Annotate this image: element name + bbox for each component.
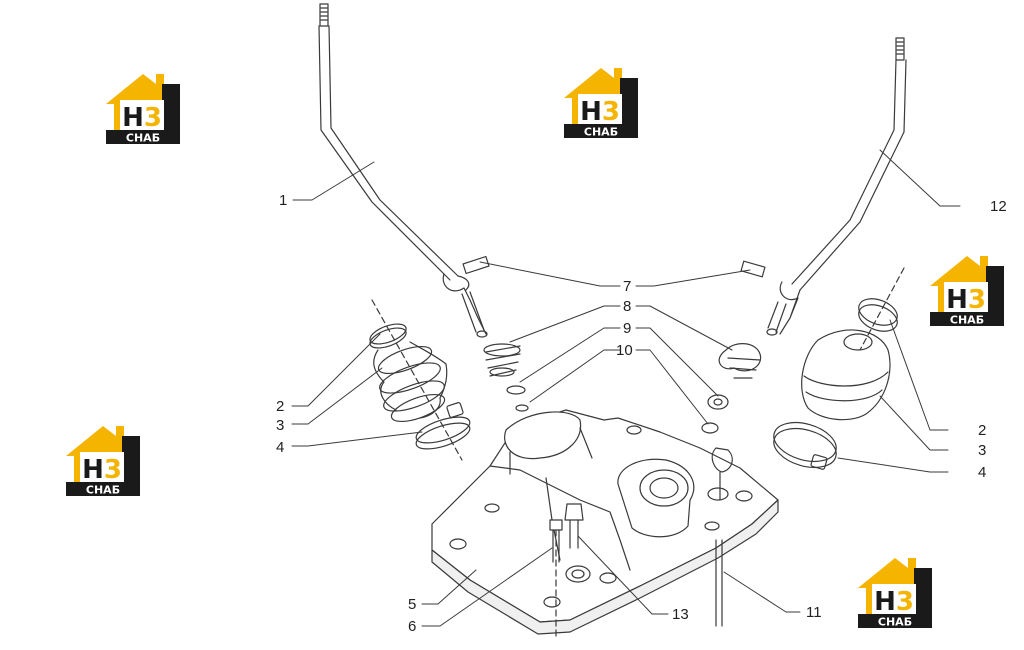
watermark-logo-3 <box>930 256 1004 327</box>
callout-4-right: 4 <box>978 464 986 481</box>
callout-7: 7 <box>623 278 631 295</box>
right-shift-lever <box>740 37 907 336</box>
callout-6: 6 <box>408 618 416 635</box>
center-springs-washers <box>483 343 762 434</box>
callout-1: 1 <box>279 192 287 209</box>
callout-3-right: 3 <box>978 442 986 459</box>
callout-labels: 1 2 3 4 5 6 7 8 9 10 11 12 13 2 3 4 <box>276 192 1007 635</box>
callout-2-right: 2 <box>978 422 986 439</box>
callout-2-left: 2 <box>276 398 284 415</box>
callout-11: 11 <box>806 604 822 621</box>
callout-3-left: 3 <box>276 417 284 434</box>
left-boot-assembly <box>369 299 471 461</box>
shift-housing <box>431 409 779 637</box>
callout-9: 9 <box>623 320 631 337</box>
leader-lines <box>291 149 961 627</box>
left-shift-lever <box>318 3 490 338</box>
watermark-logo-4 <box>66 426 140 497</box>
callout-12: 12 <box>990 198 1007 215</box>
callout-13: 13 <box>672 606 689 623</box>
callout-4-left: 4 <box>276 439 284 456</box>
callout-5: 5 <box>408 596 416 613</box>
watermark-logo-2 <box>564 68 638 139</box>
callout-8: 8 <box>623 298 631 315</box>
watermark-logo-1 <box>106 74 180 145</box>
watermark-logo-5 <box>858 558 932 629</box>
right-boot-assembly <box>773 267 905 470</box>
callout-10: 10 <box>616 342 633 359</box>
bolts-and-rod <box>549 447 733 627</box>
